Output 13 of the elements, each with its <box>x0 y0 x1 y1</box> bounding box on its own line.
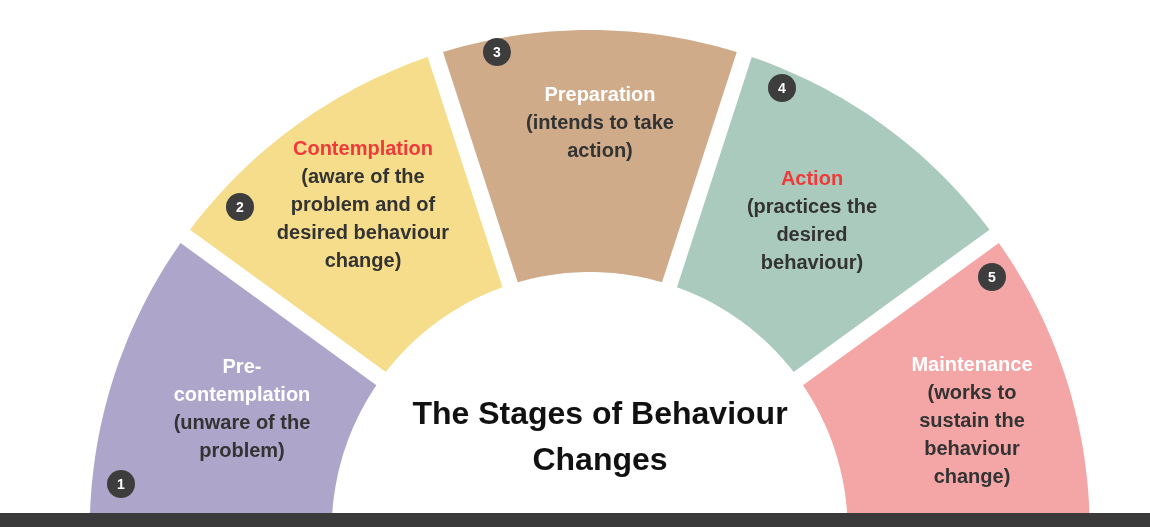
stage-heading: Preparation <box>543 82 657 107</box>
stage-description: (intends to take action) <box>525 110 675 163</box>
stage-heading: Action <box>779 166 845 191</box>
diagram-title: The Stages of Behaviour Changes <box>411 394 789 479</box>
stage-heading: Contemplation <box>292 136 434 161</box>
stage-heading: Maintenance <box>910 352 1034 377</box>
base-bar <box>0 513 1150 527</box>
stage-description: (unware of the problem) <box>172 410 312 463</box>
stage-description: (aware of the problem and of desired behaviour change) <box>275 164 451 273</box>
stage-heading: Pre-contemplation <box>172 354 312 407</box>
stage-description: (works to sustain the behaviour change) <box>918 380 1026 489</box>
stage-description: (practices the desired behaviour) <box>745 194 878 275</box>
stage-segment <box>190 57 503 372</box>
